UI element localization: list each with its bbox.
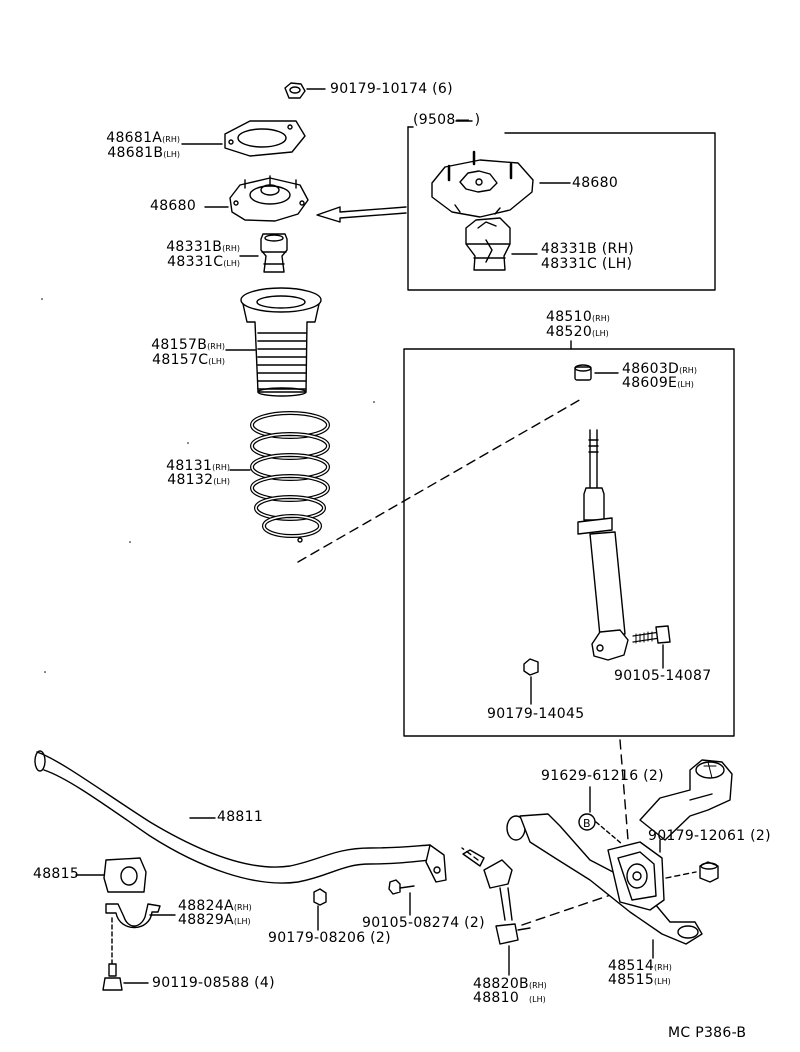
- bound-stopper-part: [260, 233, 288, 273]
- bound-stopper-inset-part: [465, 217, 511, 271]
- absorber-bolt-part: [632, 625, 671, 644]
- upper-support-part: [229, 175, 309, 222]
- arm-bolt-marker: [578, 786, 623, 845]
- bound-b-label: 48331B(RH): [166, 239, 240, 255]
- top-nut-part: [284, 82, 306, 99]
- stabilizer-bar-label: 48811: [217, 809, 264, 825]
- bracket-bolt-part: [102, 917, 123, 991]
- stabilizer-bushing-part: [103, 857, 147, 893]
- upper-support-inset-part: [431, 150, 534, 218]
- bracket-lh-label: 48829A(LH): [178, 912, 251, 928]
- variant-inset-box: [407, 120, 716, 291]
- inset-pointer-arrow: [316, 206, 407, 223]
- insulator-plate-part: [224, 120, 306, 157]
- cushion-e-label: 48609E(LH): [622, 375, 694, 391]
- link-bolt-label: 90105-08274 (2): [362, 915, 485, 931]
- arm-nut-part: [699, 861, 719, 883]
- spring-rh-label: 48131(RH): [166, 458, 230, 474]
- arm-bolt-marker-letter: B: [583, 817, 591, 830]
- link-nut-label: 90179-08206 (2): [268, 930, 391, 946]
- absorber-lh-label: 48520(LH): [546, 324, 609, 340]
- lower-arm-part: [506, 759, 733, 945]
- link-nut-part: [313, 888, 327, 906]
- boot-b-label: 48157B(RH): [151, 337, 225, 353]
- insulator-rh-label: 48681A(RH): [106, 130, 180, 146]
- link-rh-label: 48820B(RH): [473, 976, 547, 992]
- absorber-nut-part: [523, 658, 539, 676]
- arm-lh-label: 48515(LH): [608, 972, 671, 988]
- spring-lh-label: 48132(LH): [167, 472, 230, 488]
- top-nut-label: 90179-10174 (6): [330, 81, 453, 97]
- arm-rh-label: 48514(RH): [608, 958, 672, 974]
- variant-period-label: (9508— ): [413, 112, 481, 128]
- arm-bolt-label: 91629-61216 (2): [541, 768, 664, 784]
- dust-boot-part: [240, 287, 322, 397]
- bracket-bolt-label: 90119-08588 (4): [152, 975, 275, 991]
- support-inset-label: 48680: [572, 175, 619, 191]
- cushion-d-label: 48603D(RH): [622, 361, 697, 377]
- absorber-nut-label: 90179-14045: [487, 706, 585, 722]
- stabilizer-bracket-part: [105, 903, 161, 929]
- cushion-part: [574, 364, 592, 381]
- shock-absorber-part: [577, 429, 629, 661]
- absorber-rh-label: 48510(RH): [546, 309, 610, 325]
- bound-c-label: 48331C(LH): [167, 254, 240, 270]
- bracket-a-label: 48824A(RH): [178, 898, 252, 914]
- boot-c-label: 48157C(LH): [152, 352, 225, 368]
- stabilizer-link-part: [462, 849, 531, 945]
- arm-nut-label: 90179-12061 (2): [648, 828, 771, 844]
- stabilizer-bushing-label: 48815: [33, 866, 80, 882]
- support-left-label: 48680: [150, 198, 197, 214]
- absorber-bolt-label: 90105-14087: [614, 668, 712, 684]
- link-lh-label: 48810(LH): [473, 990, 546, 1006]
- bound-inset-c-label: 48331C (LH): [541, 256, 633, 272]
- insulator-lh-label: 48681B(LH): [107, 145, 180, 161]
- stabilizer-bar-part: [34, 750, 447, 884]
- shock-absorber-box: [403, 348, 735, 737]
- bound-inset-b-label: 48331B (RH): [541, 241, 635, 257]
- coil-spring-part: [250, 411, 330, 543]
- link-bolt-part: [388, 879, 415, 895]
- reference-code-label: MC P386-B: [668, 1025, 747, 1041]
